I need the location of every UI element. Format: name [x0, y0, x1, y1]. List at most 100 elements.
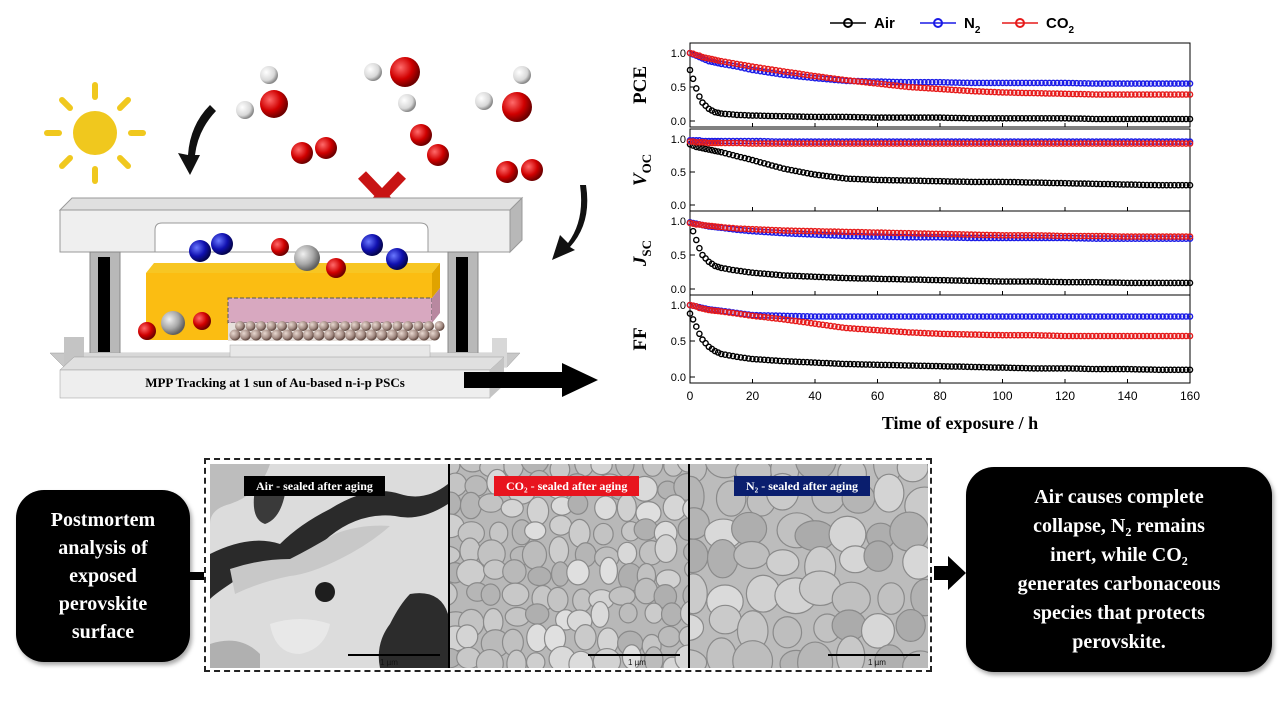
data-point: [756, 270, 764, 277]
data-point: [718, 110, 725, 117]
data-point: [1186, 233, 1194, 240]
data-point: [1159, 80, 1167, 87]
data-point: [1030, 365, 1038, 372]
tio2-particle: [355, 329, 367, 341]
data-point: [1139, 313, 1147, 320]
data-point: [1108, 115, 1116, 123]
data-point: [862, 176, 870, 183]
data-point: [975, 115, 983, 122]
data-point: [729, 111, 737, 118]
y-axis-label: VOC: [630, 154, 654, 186]
data-point: [979, 277, 987, 285]
data-point: [1003, 115, 1010, 122]
data-point: [944, 114, 952, 122]
data-point: [1128, 80, 1135, 87]
data-point: [1108, 365, 1116, 373]
data-point: [850, 140, 858, 147]
grain: [690, 613, 705, 641]
data-point: [1010, 89, 1018, 96]
data-point: [1018, 140, 1026, 147]
data-point: [689, 220, 697, 227]
data-point: [1186, 279, 1194, 287]
data-point: [1081, 232, 1088, 240]
data-point: [1163, 80, 1170, 87]
data-point: [1171, 332, 1178, 340]
data-point: [1092, 365, 1100, 373]
x-tick-label: 80: [933, 389, 947, 403]
data-point: [815, 113, 823, 121]
data-point: [1155, 115, 1163, 123]
data-point: [1178, 91, 1186, 98]
data-point: [893, 275, 901, 283]
data-point: [784, 140, 791, 147]
data-point: [1135, 313, 1143, 320]
data-point: [971, 363, 979, 371]
data-point: [760, 65, 768, 72]
tio2-particle: [403, 321, 413, 331]
data-point: [1171, 140, 1178, 147]
data-point: [745, 355, 752, 362]
data-point: [815, 73, 823, 80]
data-point: [733, 139, 741, 147]
data-point: [788, 358, 795, 365]
data-point: [1112, 279, 1120, 286]
data-point: [991, 178, 999, 186]
data-point: [686, 301, 694, 309]
data-point: [854, 360, 862, 368]
data-point: [1073, 79, 1081, 87]
data-point: [823, 321, 830, 329]
data-point: [1120, 332, 1127, 340]
data-point: [756, 158, 764, 166]
data-point: [1092, 91, 1100, 98]
data-point: [1069, 313, 1077, 320]
data-point: [862, 228, 870, 236]
conclusion-line: species that protects: [1033, 601, 1205, 624]
data-point: [956, 230, 963, 238]
data-point: [854, 232, 862, 240]
data-point: [1057, 115, 1065, 122]
data-point: [991, 278, 999, 285]
data-point: [1065, 232, 1073, 240]
data-point: [866, 233, 874, 240]
data-point: [842, 232, 850, 240]
data-point: [1112, 180, 1120, 188]
data-point: [983, 331, 991, 339]
data-point: [1100, 80, 1108, 87]
data-point: [987, 88, 995, 96]
data-point: [772, 163, 780, 170]
data-point: [862, 313, 870, 320]
data-point: [901, 233, 909, 241]
data-point: [827, 231, 834, 239]
data-point: [1073, 313, 1081, 320]
data-point: [772, 226, 780, 234]
grain: [766, 549, 800, 577]
data-point: [1143, 181, 1151, 189]
data-point: [1132, 279, 1139, 287]
data-point: [948, 79, 956, 86]
data-point: [1077, 332, 1084, 340]
data-point: [928, 140, 936, 147]
data-point: [1147, 91, 1155, 98]
data-point: [1010, 140, 1018, 147]
data-point: [753, 312, 760, 320]
data-point: [963, 87, 971, 95]
data-point: [1006, 178, 1014, 186]
data-point: [1026, 115, 1034, 122]
data-point: [850, 313, 858, 320]
data-point: [1026, 179, 1034, 186]
data-point: [924, 276, 932, 284]
data-point: [1085, 278, 1092, 286]
data-point: [823, 113, 830, 121]
data-point: [753, 63, 760, 71]
data-point: [1026, 231, 1034, 239]
data-point: [979, 140, 987, 147]
data-point: [901, 140, 909, 147]
grain: [567, 492, 589, 515]
data-point: [1171, 115, 1178, 123]
data-point: [745, 155, 752, 163]
water-molecule-icon: [364, 57, 420, 112]
data-point: [1061, 90, 1069, 98]
data-point: [1010, 178, 1018, 186]
data-point: [1116, 313, 1124, 320]
data-point: [936, 78, 944, 86]
